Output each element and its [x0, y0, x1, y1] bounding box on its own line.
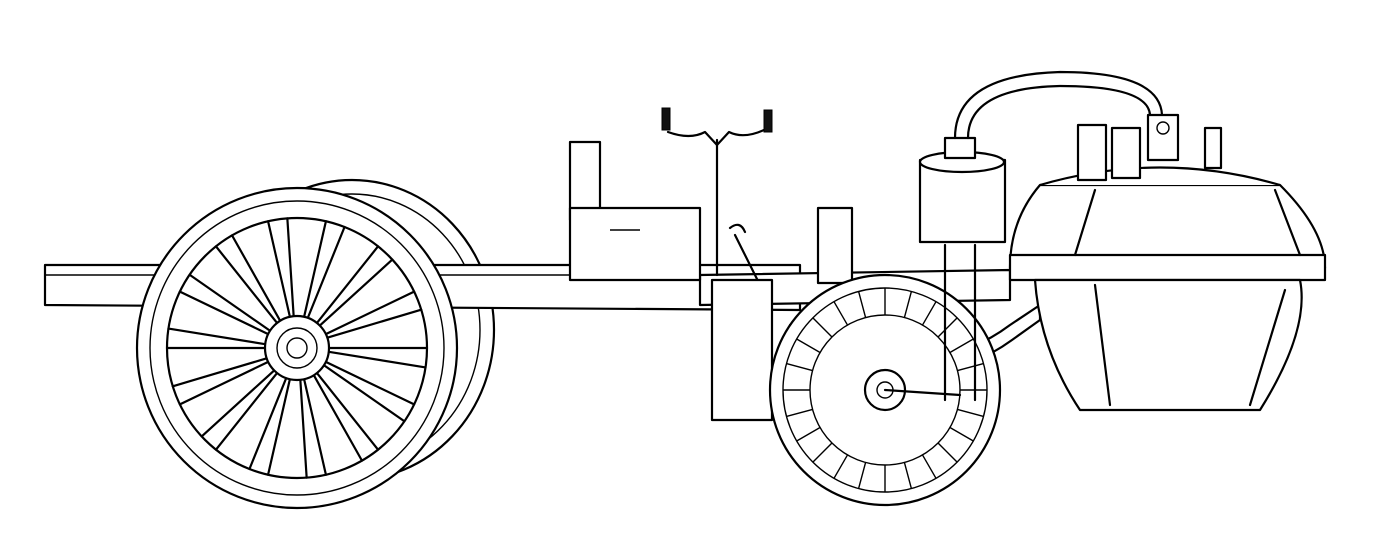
front-wheel: [768, 273, 1002, 507]
ratchet-tooth: [786, 408, 813, 418]
spoke: [248, 377, 291, 476]
ratchet-tooth: [796, 338, 821, 354]
ratchet-tooth: [812, 317, 833, 338]
ratchet-tooth: [949, 338, 974, 354]
spoke: [200, 369, 279, 451]
ratchet-tooth: [857, 291, 867, 318]
ratchet-tooth: [957, 408, 984, 418]
steering-tiller: [661, 107, 773, 287]
ratchet-tooth: [949, 426, 974, 442]
steam-pipe-inner: [966, 84, 1152, 140]
ratchet-tooth: [857, 462, 867, 489]
spoke: [322, 360, 416, 423]
wheel-spokes: [165, 217, 429, 479]
spoke: [266, 217, 295, 318]
spoke: [315, 245, 394, 327]
ratchet-tooth: [903, 291, 913, 318]
driver-seat: [568, 140, 702, 282]
ratchet-tooth: [786, 362, 813, 372]
ratchet-tooth: [937, 442, 958, 463]
ratchet-tooth: [921, 301, 937, 326]
ratchet-tooth: [833, 454, 849, 479]
spoke: [324, 290, 423, 339]
spoke: [171, 357, 270, 406]
ratchet-tooth: [796, 426, 821, 442]
spoke: [327, 346, 429, 369]
boiler: [1008, 113, 1327, 412]
ratchet-tooth: [921, 454, 937, 479]
ratchet-tooth: [957, 362, 984, 372]
spoke: [312, 371, 380, 462]
ratchet-tooth: [812, 442, 833, 463]
steam-pipe: [953, 70, 1164, 140]
ratchet-tooth: [833, 301, 849, 326]
spoke: [299, 378, 328, 479]
ratchet-tooth: [937, 317, 958, 338]
ratchet-tooth: [903, 462, 913, 489]
spoke: [165, 327, 267, 350]
spoke: [178, 273, 272, 336]
spoke: [214, 234, 282, 325]
front-wheel-ratchet-teeth: [783, 288, 987, 492]
spoke: [303, 220, 346, 319]
steam-cylinder: [918, 136, 1007, 402]
rear-near-wheel: [135, 186, 459, 510]
